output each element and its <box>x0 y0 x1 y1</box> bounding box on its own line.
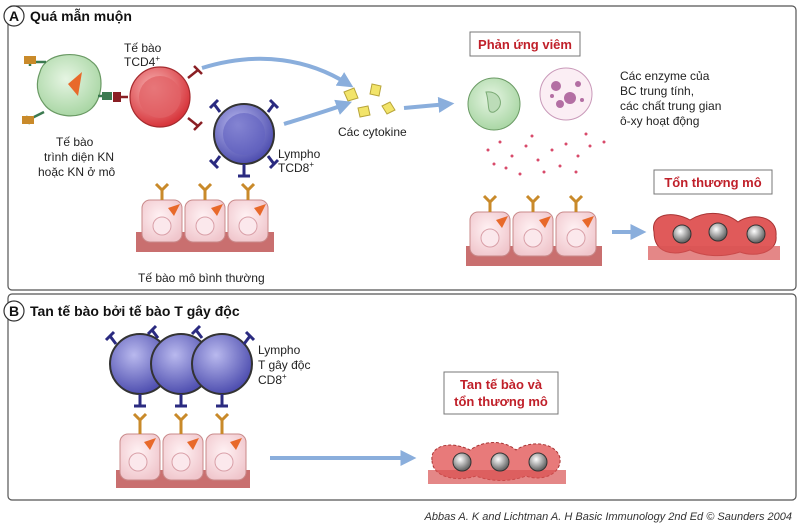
svg-text:BC trung tính,: BC trung tính, <box>620 84 694 98</box>
inflammation-label: Phản ứng viêm <box>478 37 572 52</box>
arrow-cd4-to-cytokines <box>201 56 354 88</box>
svg-text:Lympho: Lympho <box>278 147 321 161</box>
apc-label: Tế bào trình diện KN hoặc KN ở mô <box>38 135 116 179</box>
cytokine-particles <box>343 83 396 118</box>
svg-text:Các enzyme của: Các enzyme của <box>620 69 710 83</box>
svg-text:Tế bào: Tế bào <box>124 41 162 55</box>
injury-label: Tổn thương mô <box>664 175 761 190</box>
normal-tissue-a <box>136 182 274 252</box>
cd4-t-cell <box>113 65 203 131</box>
inflamed-tissue <box>466 194 602 266</box>
panel-b-letter: B <box>9 303 19 319</box>
panel-a-title: Quá mẫn muộn <box>30 8 132 24</box>
svg-text:hoặc KN ở mô: hoặc KN ở mô <box>38 165 116 179</box>
enzymes-label: Các enzyme của BC trung tính, các chất t… <box>620 69 721 128</box>
neutrophil-cell <box>467 77 521 131</box>
lysis-label-box <box>443 371 559 415</box>
panel-b-letter-circle <box>3 300 25 322</box>
svg-text:Lympho: Lympho <box>258 343 301 357</box>
granulocyte-cell <box>539 67 593 121</box>
cd8-t-cell <box>208 98 280 178</box>
svg-text:các chất trung gian: các chất trung gian <box>620 99 721 113</box>
injury-label-box <box>653 169 773 195</box>
svg-text:CD8+: CD8+ <box>258 372 287 387</box>
svg-text:T gây độc: T gây độc <box>258 358 310 372</box>
source-credit: Abbas A. K and Lichtman A. H Basic Immun… <box>424 511 792 523</box>
svg-text:TCD8+: TCD8+ <box>278 160 314 175</box>
svg-text:TCD4+: TCD4+ <box>124 54 160 69</box>
injured-tissue-a <box>648 213 780 260</box>
target-tissue-b <box>116 412 250 488</box>
cd8-label: Lympho TCD8+ <box>278 147 321 175</box>
arrow-cd8-to-cytokines <box>283 99 352 126</box>
panel-b-title: Tan tế bào bởi tế bào T gây độc <box>30 303 240 319</box>
lysis-label-line-2: tổn thương mô <box>454 394 548 409</box>
svg-text:trình diện KN: trình diện KN <box>44 150 114 164</box>
lysis-label-line-1: Tan tế bào và <box>460 377 543 392</box>
cytokine-label: Các cytokine <box>338 125 407 139</box>
flow-arrows-a <box>201 56 647 240</box>
antigen-triangle <box>68 72 82 96</box>
lysed-tissue-b <box>428 442 566 484</box>
cd4-label: Tế bào TCD4+ <box>124 41 162 69</box>
apc-cell <box>22 54 112 125</box>
arrow-cytokines-to-inflammation <box>403 96 455 113</box>
svg-text:ô-xy hoạt động: ô-xy hoạt động <box>620 114 699 128</box>
enzyme-particles <box>486 132 606 176</box>
normal-tissue-label: Tế bào mô bình thường <box>138 271 265 285</box>
inflammation-label-box <box>469 31 581 57</box>
panel-a-letter: A <box>9 8 19 24</box>
svg-text:Tế bào: Tế bào <box>56 135 94 149</box>
panel-a-letter-circle <box>3 5 25 27</box>
cytotoxic-t-cells <box>104 324 256 408</box>
ctl-label: Lympho T gây độc CD8+ <box>258 343 310 387</box>
